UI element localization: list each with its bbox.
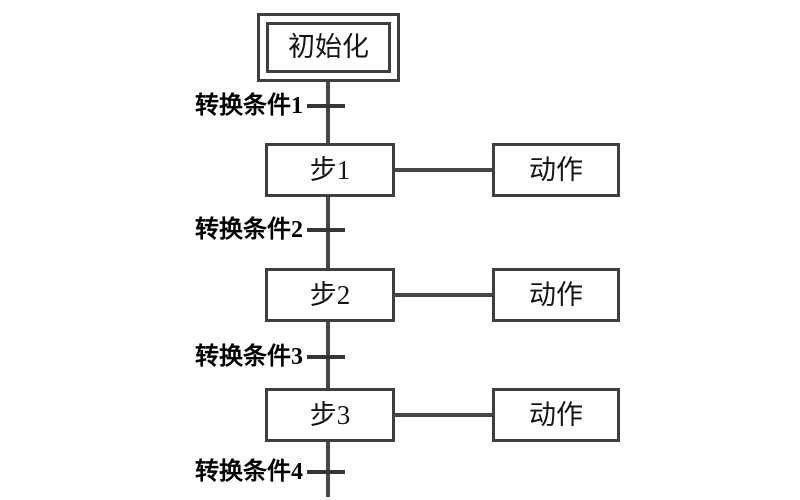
transition-tick-4 (307, 470, 345, 474)
initial-step-inner-box: 初始化 (266, 22, 391, 73)
step-label-3: 步3 (309, 399, 351, 430)
flow-line-segment (326, 82, 330, 143)
step-label-2: 步2 (309, 279, 351, 310)
action-label-2: 动作 (529, 279, 583, 310)
action-connector-1 (395, 168, 492, 172)
action-connector-2 (395, 293, 492, 297)
transition-label-3: 转换条件3 (195, 344, 303, 370)
step-box-2: 步2 (265, 268, 395, 322)
transition-label-4: 转换条件4 (195, 459, 303, 485)
action-label-1: 动作 (529, 154, 583, 185)
action-label-3: 动作 (529, 399, 583, 430)
step-box-3: 步3 (265, 388, 395, 442)
transition-label-2: 转换条件2 (195, 217, 303, 243)
transition-tick-2 (307, 228, 345, 232)
action-connector-3 (395, 413, 492, 417)
action-box-3: 动作 (492, 388, 620, 442)
flow-line-segment (326, 197, 330, 268)
transition-tick-3 (307, 355, 345, 359)
action-box-1: 动作 (492, 143, 620, 197)
step-box-1: 步1 (265, 143, 395, 197)
transition-tick-1 (307, 104, 345, 108)
action-box-2: 动作 (492, 268, 620, 322)
step-label-1: 步1 (309, 154, 351, 185)
initial-step-box: 初始化 (257, 13, 400, 82)
flow-line-segment (326, 442, 330, 497)
transition-label-1: 转换条件1 (195, 93, 303, 119)
initial-step-label: 初始化 (288, 32, 369, 62)
